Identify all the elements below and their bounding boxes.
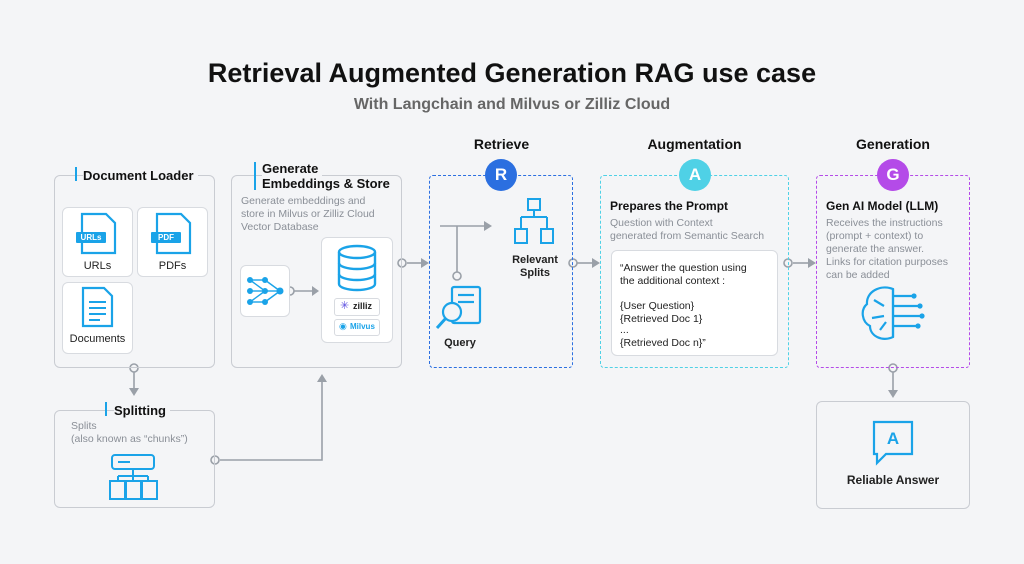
relevant-splits-label-2: Splits bbox=[520, 267, 550, 279]
prompt-line-2: the additional context : bbox=[620, 275, 726, 287]
prompt-desc-2: generated from Semantic Search bbox=[610, 230, 765, 242]
prompt-heading: Prepares the Prompt bbox=[610, 199, 729, 213]
milvus-text: Milvus bbox=[350, 322, 375, 331]
urls-label: URLs bbox=[83, 260, 112, 272]
llm-desc-2: (prompt + context) to bbox=[826, 230, 924, 242]
milvus-logo bbox=[334, 319, 380, 336]
embeddings-desc-3: Vector Database bbox=[241, 221, 319, 233]
zilliz-star-icon: ✳ bbox=[340, 300, 350, 312]
reliable-answer-box bbox=[816, 401, 970, 509]
answer-letter: A bbox=[886, 429, 900, 448]
pdfs-label: PDFs bbox=[158, 260, 187, 272]
relevant-splits-label-1: Relevant bbox=[512, 254, 558, 266]
urls-badge: URLs bbox=[80, 233, 102, 242]
milvus-eye-icon: ◉ bbox=[339, 321, 347, 331]
accent-bar bbox=[105, 402, 107, 416]
prompt-template-card bbox=[611, 250, 778, 356]
retrieve-badge: R bbox=[485, 159, 517, 191]
llm-heading: Gen AI Model (LLM) bbox=[826, 199, 939, 213]
llm-desc-4: Links for citation purposes bbox=[826, 256, 948, 268]
splitting-desc-2: (also known as “chunks”) bbox=[71, 433, 188, 445]
page-subtitle: With Langchain and Milvus or Zilliz Clou… bbox=[353, 96, 671, 113]
accent-bar bbox=[75, 167, 77, 181]
splitting-heading: Splitting bbox=[114, 403, 170, 418]
embeddings-heading-2: Embeddings & Store bbox=[262, 176, 394, 191]
generation-header: Generation bbox=[856, 136, 930, 152]
query-label: Query bbox=[444, 337, 476, 349]
prompt-line-3: {User Question} bbox=[620, 300, 695, 312]
augmentation-badge: A bbox=[679, 159, 711, 191]
accent-bar bbox=[254, 162, 256, 190]
generation-badge: G bbox=[877, 159, 909, 191]
retrieve-header: Retrieve bbox=[473, 136, 530, 152]
documents-label: Documents bbox=[69, 333, 126, 345]
splitting-desc-1: Splits bbox=[71, 420, 97, 432]
embeddings-heading-1: Generate bbox=[262, 161, 323, 176]
embeddings-desc-1: Generate embeddings and bbox=[241, 195, 366, 207]
prompt-line-1: “Answer the question using bbox=[620, 262, 747, 274]
llm-desc-1: Receives the instructions bbox=[826, 217, 943, 229]
reliable-answer-label: Reliable Answer bbox=[846, 473, 940, 487]
prompt-line-4: {Retrieved Doc 1} bbox=[620, 313, 703, 325]
llm-desc-3: generate the answer. bbox=[826, 243, 925, 255]
pdf-badge: PDF bbox=[158, 233, 174, 242]
zilliz-text: zilliz bbox=[353, 301, 373, 311]
prompt-line-6: {Retrieved Doc n}” bbox=[620, 337, 706, 349]
documents-card bbox=[62, 282, 133, 354]
prompt-line-5: ... bbox=[620, 324, 629, 336]
embeddings-desc-2: store in Milvus or Zilliz Cloud bbox=[241, 208, 375, 220]
prompt-desc-1: Question with Context bbox=[610, 217, 713, 229]
document-loader-heading: Document Loader bbox=[83, 168, 198, 183]
page-title: Retrieval Augmented Generation RAG use c… bbox=[207, 58, 817, 88]
zilliz-logo bbox=[334, 298, 380, 316]
llm-desc-5: can be added bbox=[826, 269, 890, 281]
augmentation-header: Augmentation bbox=[647, 136, 742, 152]
